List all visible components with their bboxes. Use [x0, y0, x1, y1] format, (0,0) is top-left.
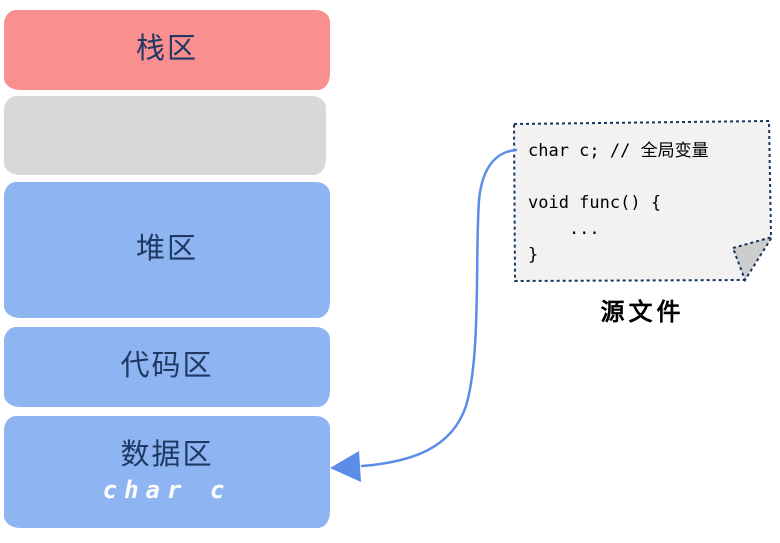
code-line: } — [528, 245, 539, 265]
arrowhead-icon — [330, 451, 361, 482]
memory-region-data: 数据区 char c — [4, 416, 330, 528]
code-area-label: 代码区 — [120, 350, 214, 383]
memory-region-heap: 堆区 — [4, 182, 330, 318]
memory-region-reserved — [4, 96, 326, 175]
code-line: void func() { — [528, 193, 662, 213]
stack-label: 栈区 — [135, 33, 198, 66]
memory-region-code: 代码区 — [4, 327, 330, 407]
code-line: char c; // 全局变量 — [528, 141, 709, 161]
code-line — [528, 164, 709, 190]
code-line: ... — [528, 219, 600, 239]
arrow-line — [360, 148, 518, 468]
memory-region-stack: 栈区 — [4, 10, 330, 90]
page-curl-icon — [731, 235, 775, 283]
data-variable-label: char c — [102, 475, 232, 504]
source-code-block: char c; // 全局变量 void func() { ... } — [528, 138, 709, 268]
data-area-label: 数据区 — [120, 439, 214, 472]
heap-label: 堆区 — [135, 233, 198, 266]
note-caption: 源文件 — [600, 300, 685, 326]
